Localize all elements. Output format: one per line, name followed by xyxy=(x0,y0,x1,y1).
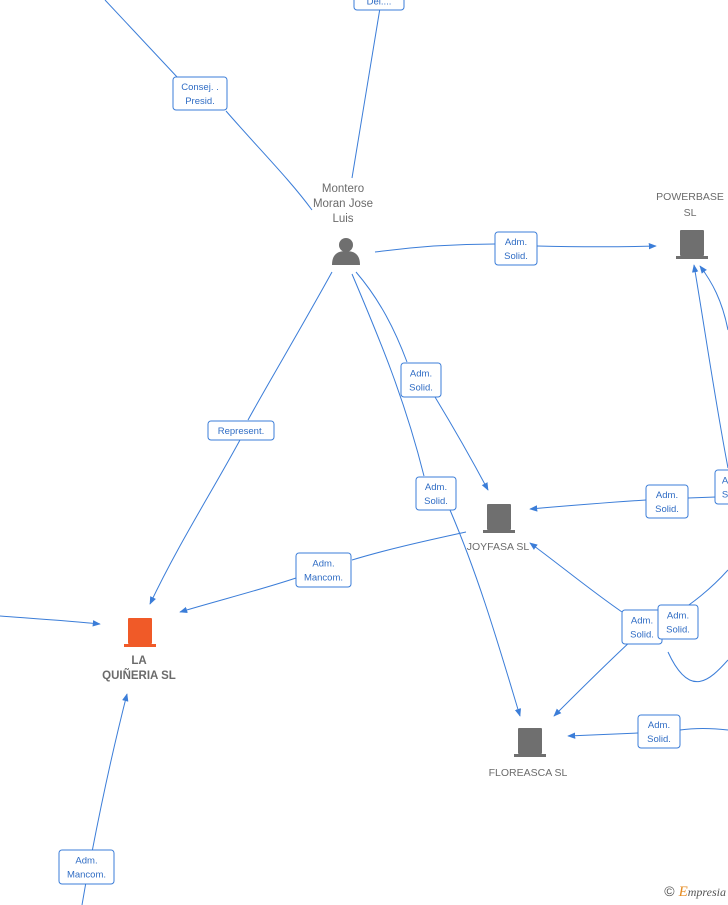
edge-montero-to-floreasca xyxy=(351,273,520,716)
edge-label-line: Adm. xyxy=(667,611,689,622)
edge-label-line: Solid. xyxy=(655,504,679,515)
building-icon xyxy=(483,504,515,533)
edge-label-line: Represent. xyxy=(218,426,264,437)
node-label-floreasca: FLOREASCA SL xyxy=(489,767,568,779)
edge-label-adm-solid-cross1: Adm. Solid. xyxy=(621,609,663,645)
node-label-laquineria: LA QUIÑERIA SL xyxy=(102,655,176,682)
brand-name: mpresia xyxy=(687,885,726,899)
node-label-line: SL xyxy=(684,207,697,219)
edge-bottom-to-laquineria xyxy=(81,694,127,905)
edge-right-to-powerbase-1 xyxy=(692,264,728,469)
node-joyfasa[interactable]: JOYFASA SL xyxy=(467,504,530,553)
edge-left-to-laquineria xyxy=(0,615,101,627)
edge-right-to-joyfasa xyxy=(530,496,717,509)
node-powerbase[interactable]: POWERBASE SL xyxy=(656,191,724,259)
edge-joyfasa-to-laquineria xyxy=(180,531,467,612)
edge-top-del-to-montero xyxy=(351,7,381,179)
edge-label-adm-solid-joy1: Adm. Solid. xyxy=(400,362,442,398)
edge-label-line: A xyxy=(722,476,728,487)
edge-right-to-powerbase-2 xyxy=(699,265,728,331)
edge-label-line: Mancom. xyxy=(67,870,106,881)
edge-label-line: Adm. xyxy=(410,369,432,380)
node-label-powerbase: POWERBASE SL xyxy=(656,191,724,219)
edge-cross-to-joyfasa xyxy=(530,543,728,683)
edge-label-line: Mancom. xyxy=(304,573,343,584)
edge-label-line: Solid. xyxy=(504,251,528,262)
node-label-line: Luis xyxy=(332,213,353,225)
edge-montero-to-powerbase xyxy=(374,244,656,252)
node-label-line: QUIÑERIA SL xyxy=(102,669,176,682)
edge-label-line: Del.... xyxy=(367,0,392,8)
edge-label-adm-solid-flor-right: Adm. Solid. xyxy=(637,714,681,749)
node-laquineria[interactable]: LA QUIÑERIA SL xyxy=(102,618,176,682)
building-icon xyxy=(676,230,708,259)
edge-label-line: Consej. . xyxy=(181,82,219,93)
person-icon xyxy=(332,238,360,265)
edge-label-adm-solid-flor1: Adm. Solid. xyxy=(415,476,457,511)
building-icon xyxy=(514,728,546,757)
empresia-watermark: ©Empresia xyxy=(664,883,726,901)
edge-label-adm-mancom-joy: Adm. Mancom. xyxy=(295,552,352,588)
edge-label-line: Presid. xyxy=(185,96,215,107)
node-label-line: LA xyxy=(131,655,146,667)
edge-label-line: Adm. xyxy=(631,616,653,627)
edge-label-adm-solid-power: Adm. Solid. xyxy=(494,231,538,266)
edge-label-line: Adm. xyxy=(75,856,97,867)
edge-label-line: Solid. xyxy=(630,630,654,641)
edge-label-adm-solid-joy-right: Adm. Solid. xyxy=(645,484,689,519)
edge-label-line: Solid. xyxy=(424,496,448,507)
edge-label-line: S xyxy=(722,490,728,501)
brand-initial: E xyxy=(678,884,688,900)
node-label-line: POWERBASE xyxy=(656,191,724,203)
edge-label-adm-solid-right-edge: AS xyxy=(714,469,728,505)
building-icon xyxy=(124,618,156,647)
edge-montero-to-laquineria xyxy=(150,271,333,604)
node-label-line: Montero xyxy=(322,183,364,195)
edge-montero-to-joyfasa xyxy=(355,271,488,490)
node-label-line: Moran Jose xyxy=(313,198,373,210)
node-floreasca[interactable]: FLOREASCA SL xyxy=(489,728,568,779)
node-label-line: JOYFASA SL xyxy=(467,541,530,553)
node-label-line: FLOREASCA SL xyxy=(489,767,568,779)
edge-label-consej: Consej. . Presid. xyxy=(172,76,228,111)
edge-label-line: Adm. xyxy=(656,490,678,501)
edge-label-top-del: Del.... xyxy=(353,0,405,11)
edge-label-line: Solid. xyxy=(647,734,671,745)
node-label-joyfasa: JOYFASA SL xyxy=(467,541,530,553)
edge-label-adm-solid-cross2: Adm. Solid. xyxy=(657,604,699,640)
edge-label-represent: Represent. xyxy=(207,420,275,441)
edge-top-left-to-montero xyxy=(104,0,313,211)
edge-label-line: Adm. xyxy=(312,559,334,570)
edge-label-line: Solid. xyxy=(409,383,433,394)
edge-label-line: Adm. xyxy=(648,720,670,731)
copyright-icon: © xyxy=(664,883,675,899)
edge-label-line: Adm. xyxy=(425,482,447,493)
edge-label-adm-mancom-bottom: Adm. Mancom. xyxy=(58,849,115,885)
edge-label-line: Solid. xyxy=(666,625,690,636)
edge-labels: Del.... Consej. . Presid. Adm. Solid. Adm. Sol… xyxy=(58,0,728,885)
edge-right-to-floreasca xyxy=(568,729,728,737)
edge-label-line: Adm. xyxy=(505,237,527,248)
